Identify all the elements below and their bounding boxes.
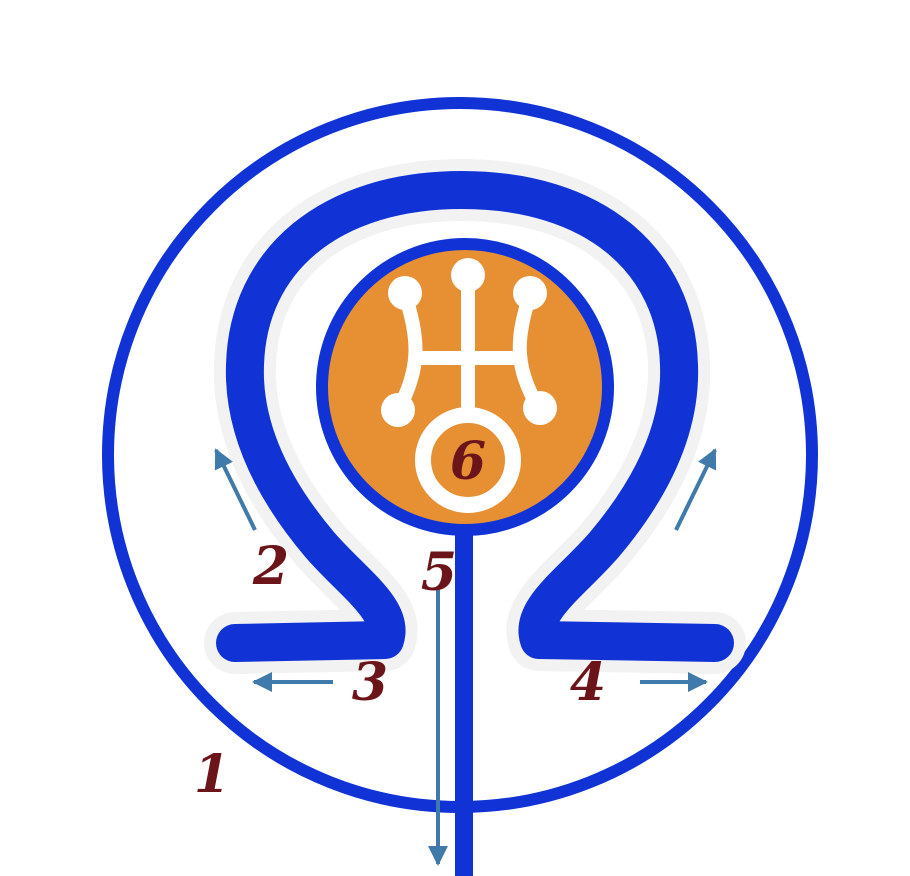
uranus-symbol-icon	[381, 258, 557, 513]
label-5: 5	[421, 542, 457, 603]
omega-body	[216, 171, 734, 662]
label-3: 3	[352, 652, 388, 713]
uranus-knob-right-top	[513, 276, 547, 310]
label-4: 4	[570, 652, 606, 713]
uranus-knob-left-bottom	[381, 393, 415, 427]
arrow-2-right	[674, 448, 717, 531]
arrow-2	[214, 448, 257, 531]
omega-symbol-icon	[204, 159, 746, 674]
label-6: 6	[450, 431, 486, 492]
label-2: 2	[252, 536, 289, 597]
label-1: 1	[194, 744, 230, 805]
uranus-knob-top	[451, 258, 485, 292]
uranus-knob-left-top	[388, 276, 422, 310]
direction-arrows	[214, 448, 717, 866]
uranus-knob-right-bottom	[523, 391, 557, 425]
uranus-ring	[415, 407, 521, 513]
